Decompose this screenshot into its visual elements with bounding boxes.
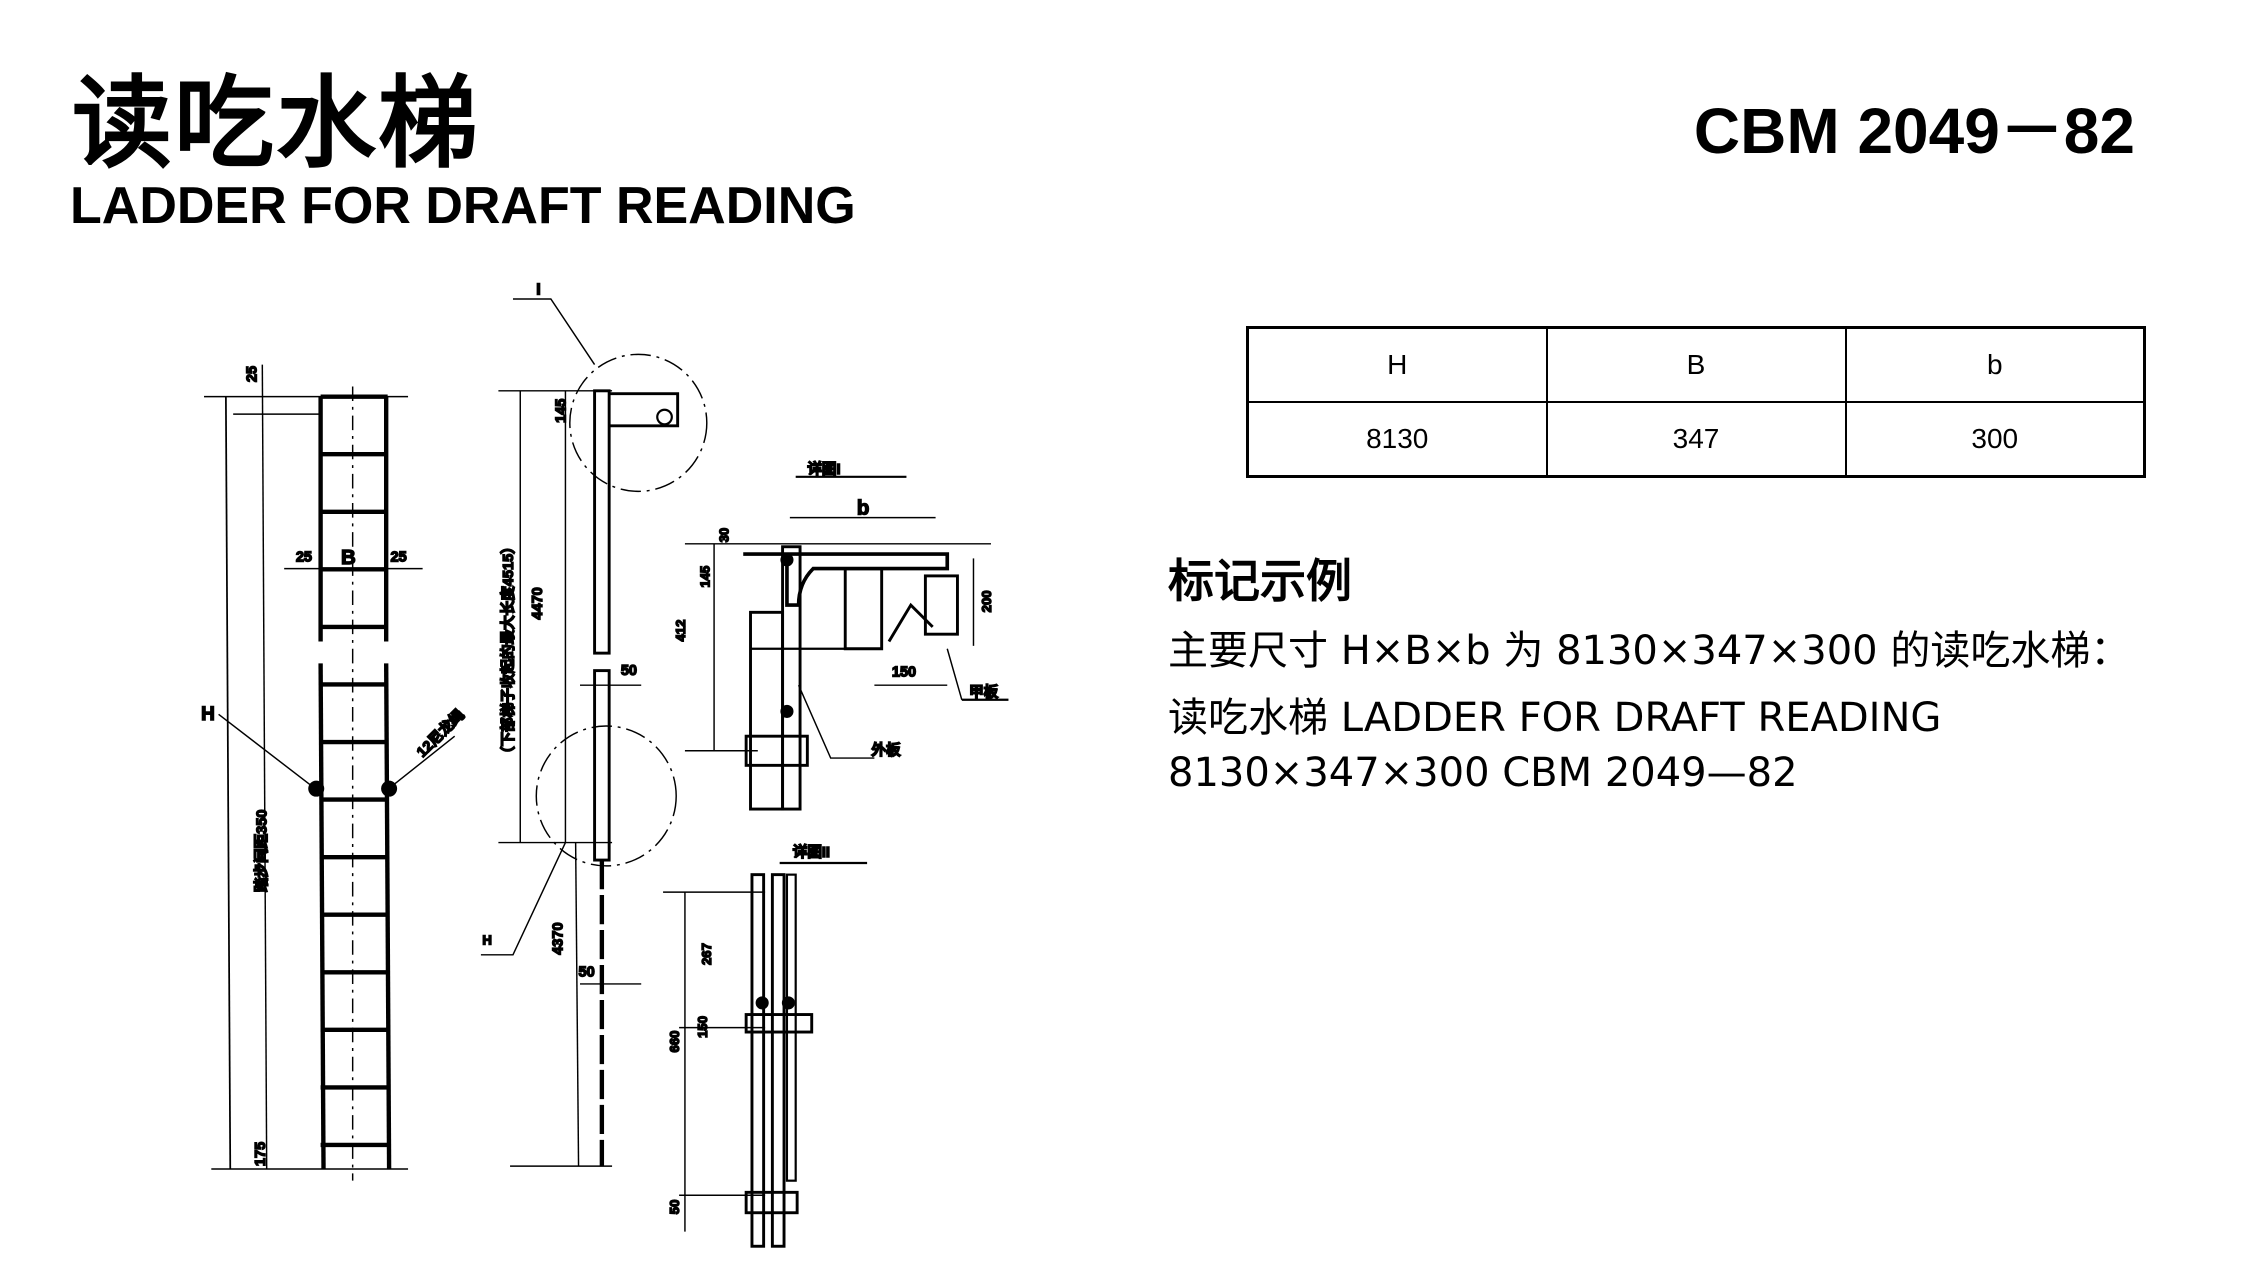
detail-1-dim-412: 412: [673, 620, 688, 642]
side-note: （下部梯子收起的最大长度4515）: [499, 539, 517, 761]
front-dim-top: 25: [244, 366, 260, 382]
detail-1-b-label: b: [857, 498, 869, 520]
side-dim-50a: 50: [621, 663, 637, 679]
front-width-label: B: [341, 547, 356, 569]
value-b-upper: 347: [1545, 401, 1847, 478]
detail-1-dim-145: 145: [698, 566, 713, 588]
detail-2-dim-267: 267: [699, 943, 714, 965]
detail-ref-1: I: [536, 281, 540, 299]
detail-1-title: 详图I: [807, 460, 840, 478]
table-row: 8130 347 300: [1246, 401, 2146, 478]
front-dim-bottom: 175: [253, 1142, 269, 1166]
detail-1: 详图I b 30 145 412 200 150 甲板 外板: [672, 459, 1009, 811]
value-h: 8130: [1246, 401, 1548, 478]
step-spacing-label: 踏步间距350: [253, 810, 271, 893]
header-b-upper: B: [1545, 326, 1847, 403]
marking-heading: 标记示例: [1168, 554, 1352, 608]
side-height-label: H: [482, 933, 491, 948]
front-dim-right: 25: [391, 549, 407, 565]
dimension-table: H B b 8130 347 300: [1246, 326, 2146, 478]
front-view: 25 25 B 25 H 12尼龙绳 踏步间距350 175: [200, 364, 469, 1181]
detail-1-dim-30: 30: [717, 528, 732, 543]
side-dim-4370: 4370: [551, 922, 567, 954]
detail-2-dim-660: 660: [667, 1031, 682, 1053]
marking-line-2: 读吃水梯 LADDER FOR DRAFT READING: [1168, 695, 1942, 741]
value-b-lower: 300: [1844, 401, 2146, 478]
deck-label: 甲板: [969, 683, 999, 701]
detail-1-dim-150: 150: [892, 664, 916, 680]
front-dim-left: 25: [296, 549, 312, 565]
detail-2: 详图II 267 150 660 50: [663, 842, 868, 1248]
side-dim-145: 145: [553, 399, 569, 423]
detail-2-title: 详图II: [793, 843, 830, 861]
detail-2-dim-50: 50: [667, 1200, 682, 1215]
standard-number: CBM 2049－82: [1693, 95, 2135, 167]
side-view: I 145 4470 （下部梯子收起的最大长度4515） 50 H 4370 5…: [480, 280, 708, 1167]
side-dim-50b: 50: [579, 965, 595, 981]
title-english: LADDER FOR DRAFT READING: [70, 177, 856, 235]
detail-2-dim-150: 150: [695, 1016, 710, 1038]
table-header-row: H B b: [1246, 326, 2146, 403]
marking-line-3: 8130×347×300 CBM 2049—82: [1168, 750, 1798, 796]
header-b-lower: b: [1844, 326, 2146, 403]
shell-label: 外板: [870, 741, 901, 759]
rope-label: 12尼龙绳: [413, 706, 468, 761]
marking-line-1: 主要尺寸 H×B×b 为 8130×347×300 的读吃水梯：: [1168, 628, 2131, 674]
header-h: H: [1246, 326, 1548, 403]
detail-1-dim-200: 200: [979, 590, 994, 612]
front-height-label: H: [201, 704, 215, 725]
title-chinese: 读吃水梯: [72, 65, 480, 182]
side-dim-4470: 4470: [530, 587, 546, 619]
